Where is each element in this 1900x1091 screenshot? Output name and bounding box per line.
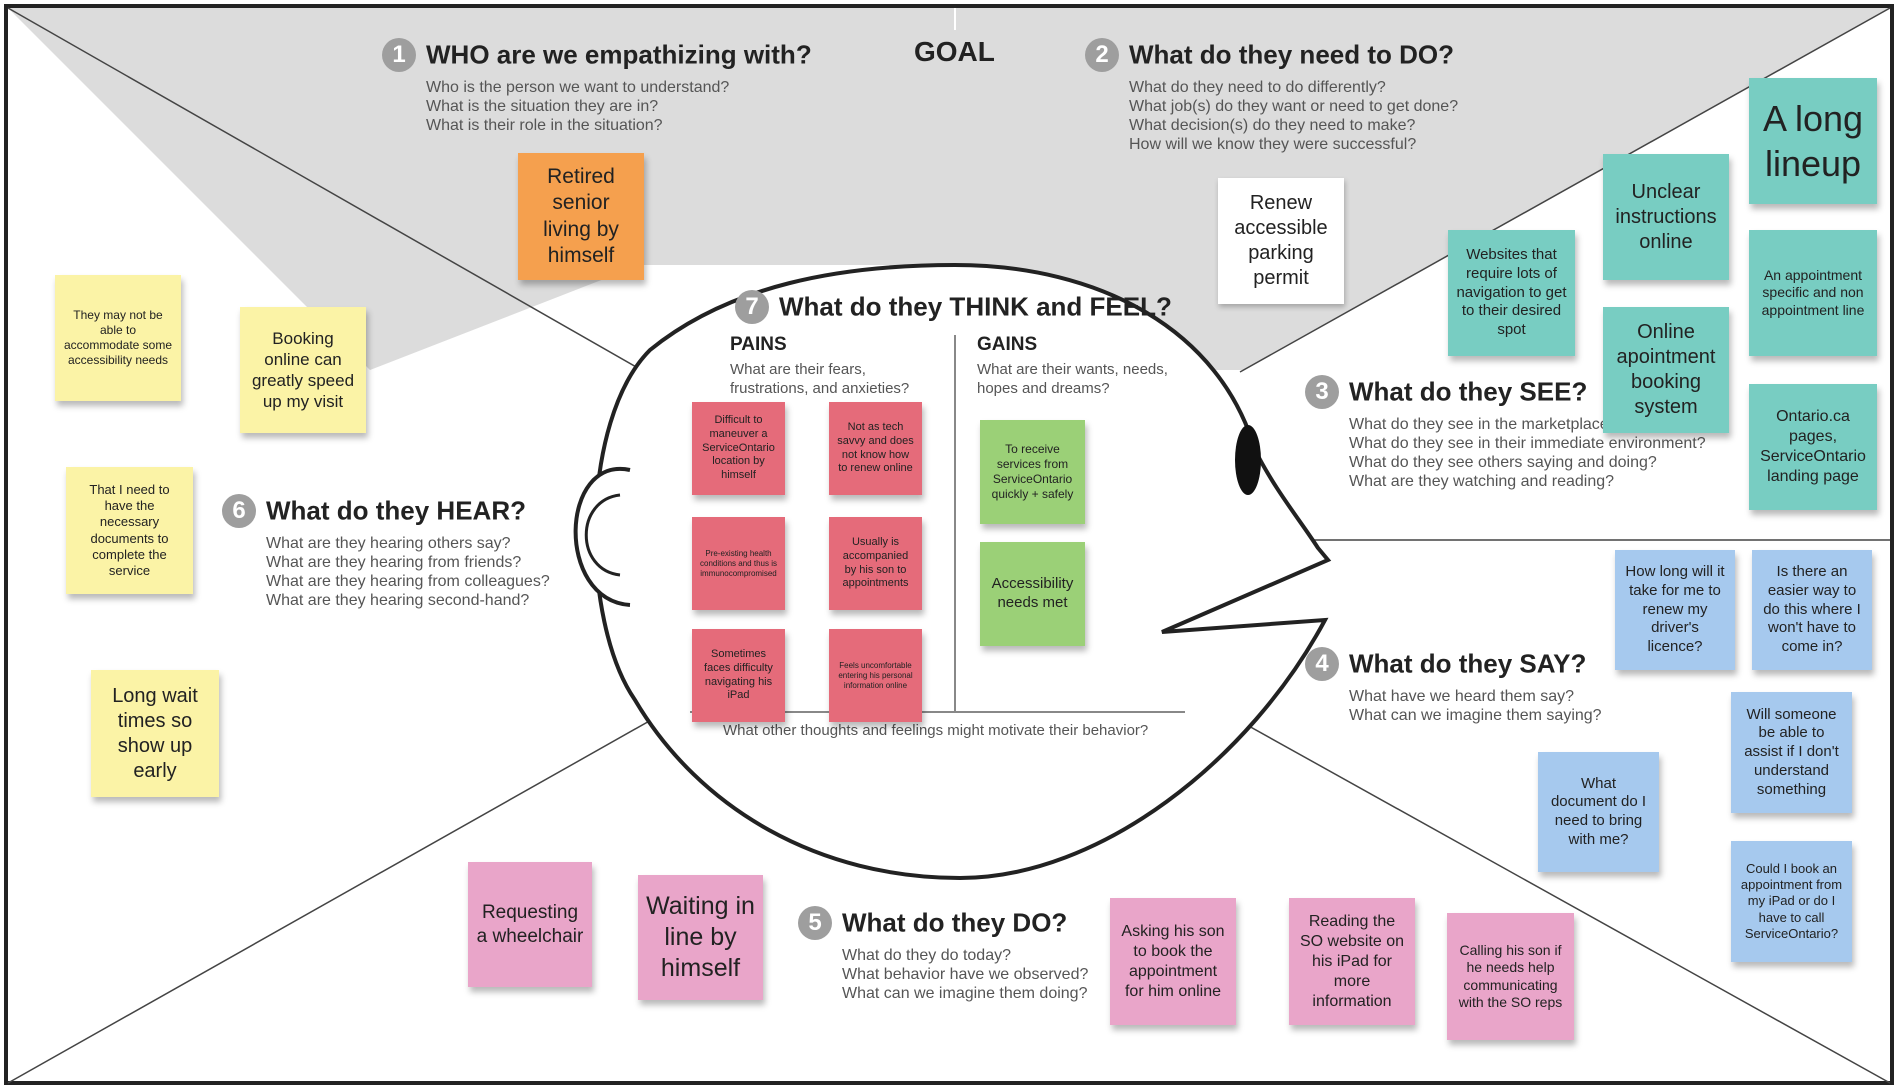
section-number: 1 (382, 38, 416, 72)
sticky-note[interactable]: Is there an easier way to do this where … (1752, 550, 1872, 670)
section-do: 5 What do they DO? What do they do today?… (798, 906, 1088, 1003)
section-who: 1 WHO are we empathizing with? Who is the… (382, 38, 812, 135)
section-questions: What are they hearing others say? What a… (266, 535, 550, 609)
gains-question: What are their wants, needs, hopes and d… (977, 361, 1168, 397)
sticky-note[interactable]: Feels uncomfortable entering his persona… (829, 629, 922, 722)
outer-border (4, 4, 1894, 1085)
section-questions: What do they see in the marketplace? Wha… (1349, 416, 1706, 490)
sticky-note[interactable]: An appointment specific and non appointm… (1749, 230, 1877, 356)
think-footer: What other thoughts and feelings might m… (723, 722, 1149, 739)
section-questions: What do they need to do differently? Wha… (1129, 79, 1459, 153)
sticky-note[interactable]: Asking his son to book the appointment f… (1110, 898, 1236, 1025)
section-number: 3 (1305, 375, 1339, 409)
section-questions: Who is the person we want to understand?… (426, 79, 730, 134)
section-hear: 6 What do they HEAR? What are they hearin… (222, 494, 550, 610)
sticky-note[interactable]: That I need to have the necessary docume… (66, 467, 193, 594)
sticky-note[interactable]: Difficult to maneuver a ServiceOntario l… (692, 402, 785, 495)
eye (1235, 425, 1261, 495)
ear (573, 466, 631, 607)
section-number: 4 (1305, 647, 1339, 681)
sticky-note[interactable]: Pre-existing health conditions and thus … (692, 517, 785, 610)
section-questions: What have we heard them say? What can we… (1349, 688, 1602, 724)
sticky-note[interactable]: Retired senior living by himself (518, 153, 644, 280)
goal-label: GOAL (914, 36, 995, 67)
section-say: 4 What do they SAY? What have we heard th… (1305, 647, 1602, 725)
pains-label: PAINS (730, 334, 787, 355)
sticky-note[interactable]: A long lineup (1749, 78, 1877, 204)
sticky-note[interactable]: Will someone be able to assist if I don'… (1731, 692, 1852, 813)
sticky-note[interactable]: How long will it take for me to renew my… (1615, 550, 1735, 670)
sticky-note[interactable]: Not as tech savvy and does not know how … (829, 402, 922, 495)
section-do-need: 2 What do they need to DO? What do they n… (1085, 38, 1458, 154)
section-see: 3 What do they SEE? What do they see in t… (1305, 375, 1706, 491)
sticky-note[interactable]: Online apointment booking system (1603, 307, 1729, 433)
sticky-note[interactable]: What document do I need to bring with me… (1538, 752, 1659, 872)
section-title: What do they SAY? (1349, 648, 1587, 679)
pains-header: PAINS What are their fears, frustrations… (730, 334, 945, 398)
section-title: What do they THINK and FEEL? (779, 291, 1172, 322)
section-questions: What do they do today? What behavior hav… (842, 947, 1089, 1002)
section-title: What do they DO? (842, 907, 1068, 938)
pains-question: What are their fears, frustrations, and … (730, 361, 910, 397)
gains-label: GAINS (977, 334, 1038, 355)
sticky-note[interactable]: Unclear instructions online (1603, 154, 1729, 280)
section-title: WHO are we empathizing with? (426, 39, 812, 70)
gains-header: GAINS What are their wants, needs, hopes… (977, 334, 1182, 398)
section-title: What do they HEAR? (266, 495, 526, 526)
section-title: What do they SEE? (1349, 376, 1588, 407)
sticky-note[interactable]: Ontario.ca pages, ServiceOntario landing… (1749, 384, 1877, 510)
sticky-note[interactable]: Calling his son if he needs help communi… (1447, 913, 1574, 1040)
sticky-note[interactable]: Renew accessible parking permit (1218, 178, 1344, 304)
section-number: 5 (798, 906, 832, 940)
sticky-note[interactable]: Requesting a wheelchair (468, 862, 592, 987)
section-title: What do they need to DO? (1129, 39, 1454, 70)
sticky-note[interactable]: Reading the SO website on his iPad for m… (1289, 898, 1415, 1025)
section-think-feel: 7 What do they THINK and FEEL? (735, 290, 1195, 324)
sticky-note[interactable]: Could I book an appointment from my iPad… (1731, 841, 1852, 962)
section-number: 7 (735, 290, 769, 324)
sticky-note[interactable]: Long wait times so show up early (91, 670, 219, 797)
sticky-note[interactable]: Sometimes faces difficulty navigating hi… (692, 629, 785, 722)
sticky-note[interactable]: Accessibility needs met (980, 542, 1085, 646)
sticky-note[interactable]: Websites that require lots of navigation… (1448, 230, 1575, 356)
goal-band (8, 8, 1890, 370)
sticky-note[interactable]: Waiting in line by himself (638, 875, 763, 1000)
sticky-note[interactable]: Usually is accompanied by his son to app… (829, 517, 922, 610)
section-number: 6 (222, 494, 256, 528)
sticky-note[interactable]: They may not be able to accommodate some… (55, 275, 181, 401)
sticky-note[interactable]: To receive services from ServiceOntario … (980, 420, 1085, 524)
sticky-note[interactable]: Booking online can greatly speed up my v… (240, 307, 366, 433)
section-number: 2 (1085, 38, 1119, 72)
